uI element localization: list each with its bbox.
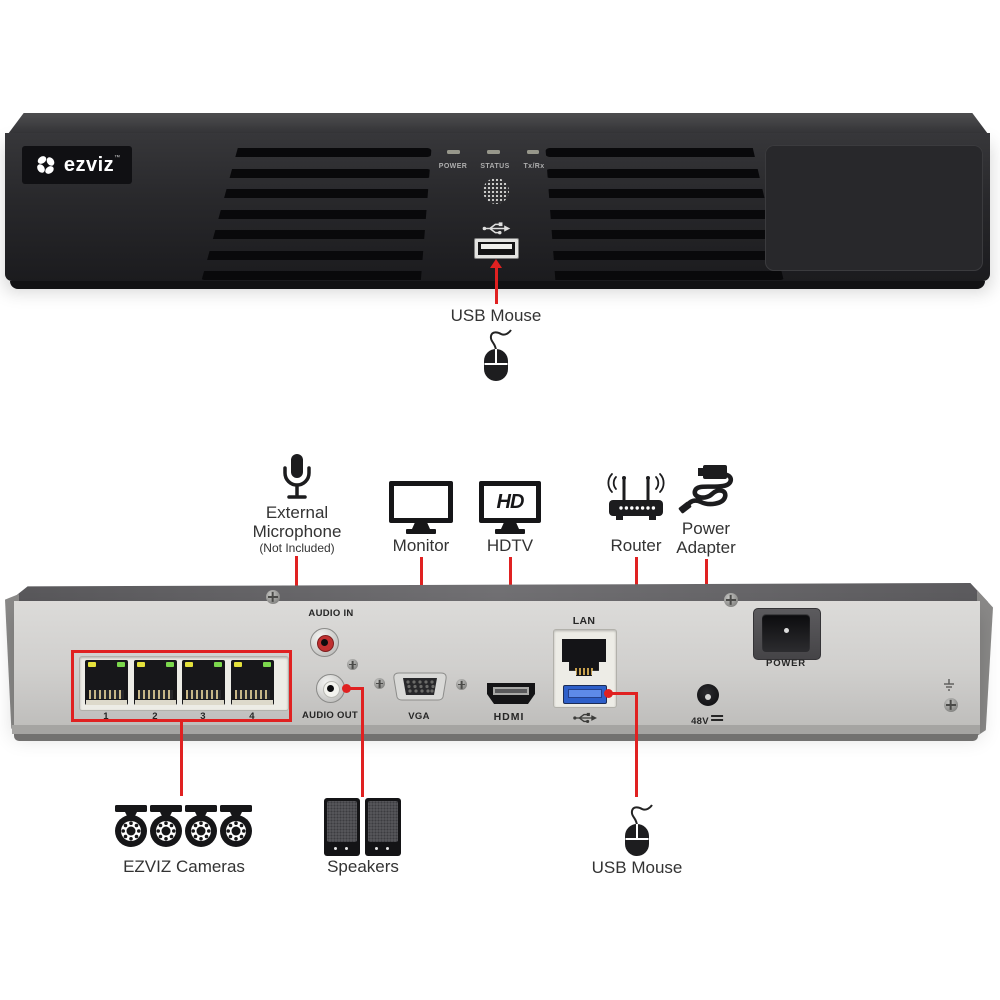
speakers-line-v [360,686,364,797]
cameras-label: EZVIZ Cameras [123,857,245,876]
camera-icon [150,805,182,847]
front-usb-mouse-label: USB Mouse [450,306,542,325]
screw-icon [347,659,358,670]
usb-icon [482,222,511,235]
brand-wordmark: ezviz™ [64,155,120,176]
cameras-line [179,719,183,796]
router-label: Router [610,536,662,555]
mouse-icon [484,329,512,381]
right-vent-grille [545,142,785,286]
power-adapter-icon [678,465,734,514]
microphone-icon [283,454,311,499]
speakers-line-h [346,686,363,690]
screw-icon [456,679,467,690]
mouse-icon [625,804,653,856]
monitor-icon [389,481,453,523]
hdtv-label: HDTV [486,536,534,555]
ezviz-flower-icon [37,156,55,174]
audio-in-label: AUDIO IN [308,608,354,619]
router-icon [607,473,665,520]
lan-port [562,639,606,676]
hdtv-base [495,529,525,534]
screw-icon [374,678,385,689]
lan-label: LAN [572,615,596,627]
vga-port [393,672,447,701]
dc-label-group: 48V [691,711,723,729]
camera-icon [185,805,217,847]
front-right-panel [765,145,983,271]
speakers-label: Speakers [327,857,399,876]
monitor-stand [412,523,430,529]
hdmi-label: HDMI [493,711,525,723]
microphone-label-line1: External [265,503,329,522]
ground-icon [944,679,954,691]
speaker-icon [324,798,360,856]
power-adapter-label-line1: Power [681,519,731,538]
rear-top-face [8,583,988,602]
dc-power-jack [697,684,719,706]
camera-icon [220,805,252,847]
microphone-label-line2: Microphone [252,522,342,541]
usb-icon [573,712,597,723]
usb-mouse-line-v [635,691,638,797]
audio-out-label: AUDIO OUT [301,710,359,721]
poe-port-number-3: 3 [200,711,206,722]
hdmi-port [487,683,535,704]
screw-icon [944,698,958,712]
power-adapter-label-line2: Adapter [676,538,736,557]
power-switch [762,614,810,652]
brand-trademark: ™ [114,154,121,161]
poe-port-3 [182,660,225,705]
poe-port-number-2: 2 [152,711,158,722]
txrx-led [527,150,539,154]
rear-usb-port [563,685,607,704]
poe-port-1 [85,660,128,705]
ir-receiver [483,178,509,204]
cameras-highlight-rect [71,650,292,722]
status-led [487,150,500,154]
cameras-icon-group [114,800,254,848]
txrx-led-label: Tx/Rx [523,163,545,170]
power-led [447,150,460,154]
microphone-note: (Not Included) [259,541,335,555]
front-usb-port [474,238,519,259]
usb-mouse-line-h [608,691,638,695]
left-vent-grille [200,142,432,286]
hdtv-stand [501,523,519,529]
front-top-face [8,113,988,134]
brand-plate: ezviz™ [22,146,132,184]
bottom-usb-mouse-label: USB Mouse [591,858,683,877]
poe-port-4 [230,660,274,705]
audio-in-jack [310,628,339,657]
poe-port-number-1: 1 [103,711,109,722]
power-switch-label: POWER [766,658,806,669]
monitor-label: Monitor [392,536,450,555]
screw-icon [724,593,738,607]
speaker-icon [365,798,401,856]
rear-bottom-edge [12,725,980,734]
hd-badge: HD [496,490,525,513]
usb-callout-line [494,267,498,304]
vga-label: VGA [408,711,430,722]
front-bottom-edge [10,281,985,289]
poe-port-2 [133,660,177,705]
brand-text: ezviz [63,153,115,176]
usb-callout-arrow [490,259,502,268]
audio-out-jack [316,674,345,703]
dc-voltage-label: 48V [691,716,709,727]
screw-icon [266,590,280,604]
hdtv-icon: HD [479,481,541,523]
camera-icon [115,805,147,847]
status-led-label: STATUS [480,163,510,170]
dc-symbol [710,715,723,725]
poe-port-number-4: 4 [249,711,255,722]
speakers-icon-group [324,798,401,856]
power-led-label: POWER [438,163,468,170]
rear-bottom-shadow [14,734,978,741]
monitor-base [406,529,436,534]
